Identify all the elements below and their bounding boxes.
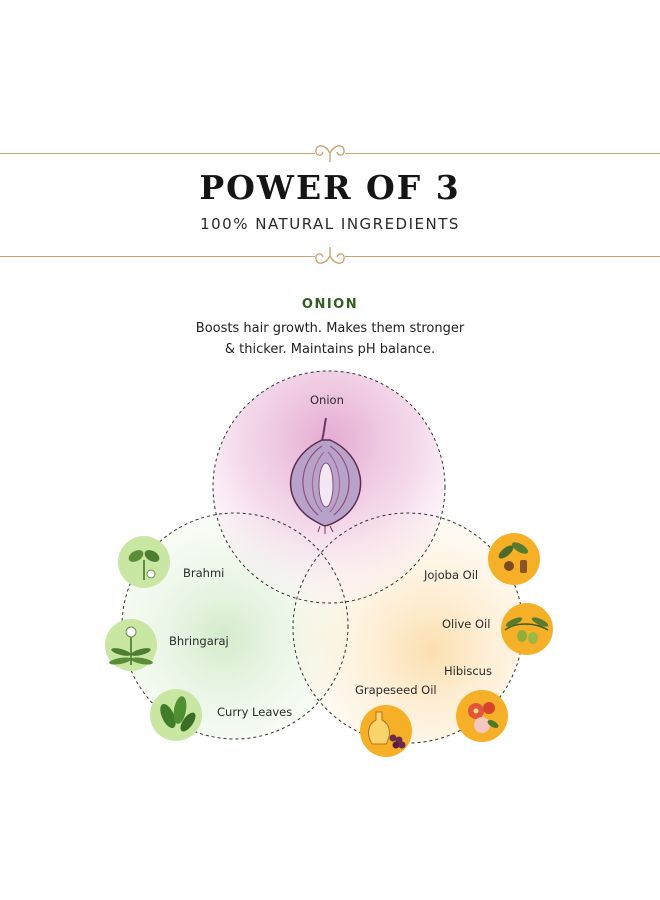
top-flourish-icon — [315, 145, 345, 162]
feature-description: Boosts hair growth. Makes them stronger … — [195, 321, 465, 357]
brahmi-leaf-icon — [118, 536, 170, 588]
bottom-flourish-icon — [315, 247, 345, 264]
feature-title: ONION — [301, 297, 359, 312]
label-olive-oil: Olive Oil — [442, 617, 491, 631]
label-curry-leaves: Curry Leaves — [217, 705, 293, 719]
bhringaraj-plant-icon — [105, 619, 157, 671]
label-hibiscus: Hibiscus — [444, 664, 492, 678]
page-subtitle: 100% NATURAL INGREDIENTS — [200, 215, 460, 233]
olive-icon — [501, 603, 553, 655]
jojoba-icon — [488, 533, 540, 585]
label-brahmi: Brahmi — [183, 566, 225, 580]
hibiscus-icon — [456, 690, 508, 742]
curry-leaves-icon — [150, 689, 202, 741]
label-onion: Onion — [310, 393, 344, 407]
label-grapeseed-oil: Grapeseed Oil — [355, 683, 437, 697]
page-title: POWER OF 3 — [199, 168, 461, 207]
onion-icon — [289, 417, 362, 534]
label-jojoba-oil: Jojoba Oil — [424, 568, 479, 582]
label-bhringaraj: Bhringaraj — [169, 634, 229, 648]
grapeseed-oil-icon — [360, 705, 412, 757]
